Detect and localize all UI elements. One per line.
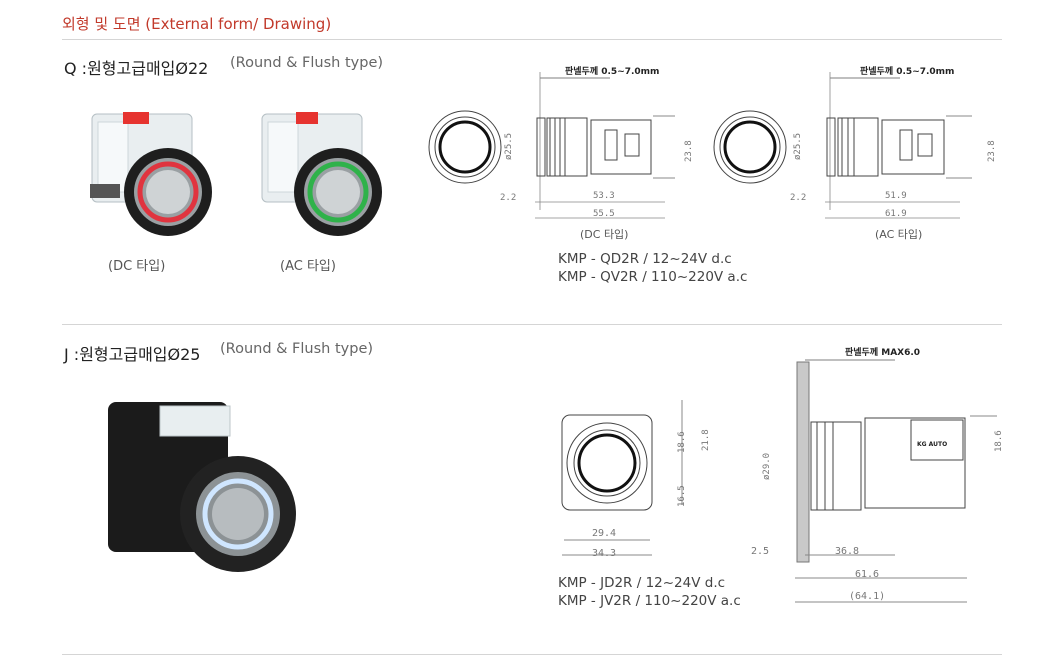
section-heading: 외형 및 도면 (External form/ Drawing) <box>62 15 332 33</box>
svg-text:2.5: 2.5 <box>751 546 769 557</box>
svg-text:55.5: 55.5 <box>593 209 615 219</box>
section-q-subtitle: (Round & Flush type) <box>230 55 384 71</box>
divider <box>62 39 1002 40</box>
svg-text:18.6: 18.6 <box>994 430 1004 452</box>
svg-text:16.5: 16.5 <box>677 485 687 507</box>
svg-text:(DC 타입): (DC 타입) <box>580 228 628 240</box>
svg-text:ø25.5: ø25.5 <box>793 133 803 160</box>
svg-text:18.6: 18.6 <box>677 431 687 453</box>
model-item: KMP - QV2R / 110~220V a.c <box>558 269 748 285</box>
j-switch-photo <box>108 402 296 572</box>
model-list-q: KMP - QD2R / 12~24V d.c KMP - QV2R / 110… <box>558 250 747 286</box>
svg-text:ø25.5: ø25.5 <box>504 133 514 160</box>
model-item: KMP - QD2R / 12~24V d.c <box>558 251 732 267</box>
svg-text:2.2: 2.2 <box>790 193 806 203</box>
svg-text:2.2: 2.2 <box>500 193 516 203</box>
svg-text:61.9: 61.9 <box>885 209 907 219</box>
panel-thickness-label: 판넬두께 0.5~7.0mm <box>860 65 954 77</box>
ac-dimension-drawing: 판넬두께 0.5~7.0mm ø25.5 23.8 2.2 51.9 61.9 … <box>713 65 997 240</box>
svg-text:34.3: 34.3 <box>592 548 616 559</box>
model-item: KMP - JD2R / 12~24V d.c <box>558 575 726 591</box>
photo-dc-caption: (DC 타입) <box>108 259 166 274</box>
svg-text:(AC 타입): (AC 타입) <box>875 228 922 240</box>
j-front-drawing: 21.8 18.6 16.5 29.4 34.3 <box>561 400 711 559</box>
svg-text:23.8: 23.8 <box>987 140 997 162</box>
svg-text:ø29.0: ø29.0 <box>762 453 772 480</box>
panel-thickness-label: 판넬두께 0.5~7.0mm <box>565 65 659 77</box>
model-list-j: KMP - JD2R / 12~24V d.c KMP - JV2R / 110… <box>558 574 741 610</box>
svg-text:(64.1): (64.1) <box>849 591 885 602</box>
svg-text:29.4: 29.4 <box>592 528 616 539</box>
j-side-drawing: 판넬두께 MAX6.0 KG AUTO ø29.0 18.6 2.5 36.8 … <box>751 346 1004 603</box>
svg-text:53.3: 53.3 <box>593 191 615 201</box>
brand-label: KG AUTO <box>917 441 947 448</box>
section-q-title: Q :원형고급매입Ø22 <box>64 59 209 78</box>
divider <box>62 654 1002 655</box>
ac-switch-photo <box>261 112 382 236</box>
divider <box>62 324 1002 325</box>
svg-text:21.8: 21.8 <box>701 429 711 451</box>
svg-text:23.8: 23.8 <box>684 140 694 162</box>
photo-ac-caption: (AC 타입) <box>280 259 336 274</box>
section-j-title: J :원형고급매입Ø25 <box>64 345 201 364</box>
dc-switch-photo <box>90 112 212 236</box>
svg-text:61.6: 61.6 <box>855 569 879 580</box>
section-j-subtitle: (Round & Flush type) <box>220 341 374 357</box>
dc-dimension-drawing: 판넬두께 0.5~7.0mm ø25.5 23.8 2.2 53.3 55.5 … <box>428 65 694 240</box>
model-item: KMP - JV2R / 110~220V a.c <box>558 593 741 609</box>
svg-text:36.8: 36.8 <box>835 546 859 557</box>
svg-text:51.9: 51.9 <box>885 191 907 201</box>
panel-thickness-label: 판넬두께 MAX6.0 <box>845 346 920 358</box>
